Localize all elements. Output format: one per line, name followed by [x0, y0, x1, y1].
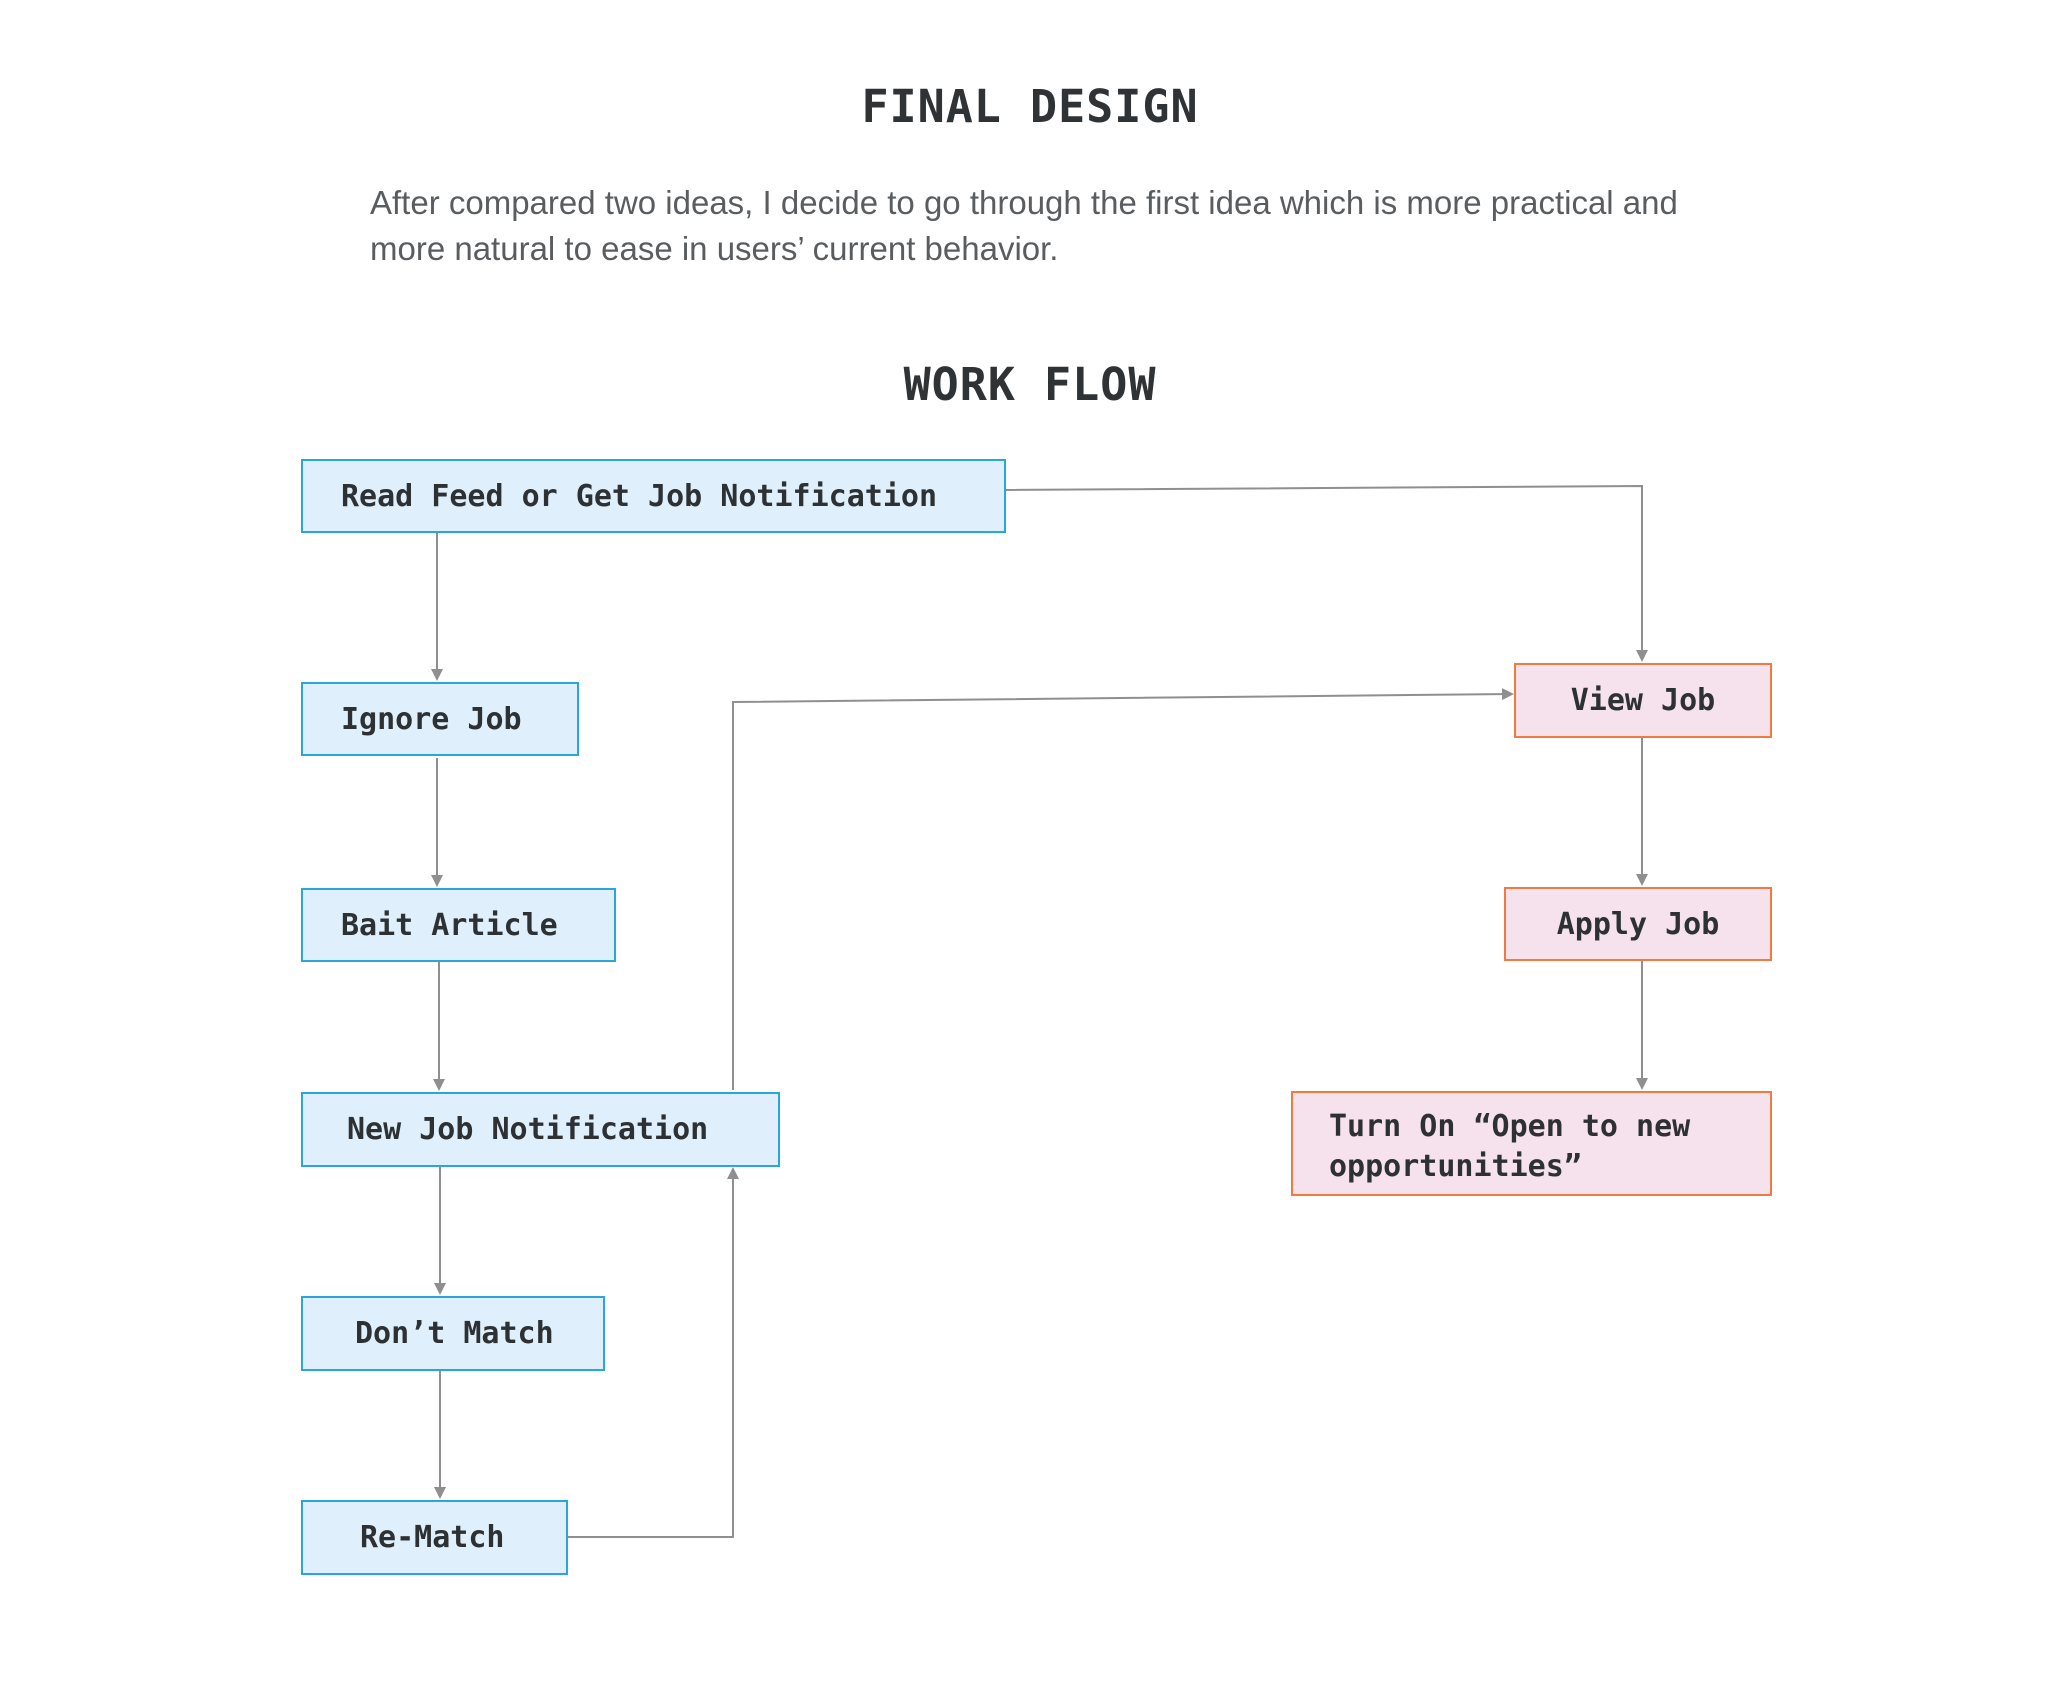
node-ignore-job-label: Ignore Job — [341, 701, 522, 737]
node-read-feed-label: Read Feed or Get Job Notification — [341, 478, 938, 514]
intro-paragraph: After compared two ideas, I decide to go… — [370, 180, 1680, 272]
edge-rematch-to-new-job — [568, 1167, 739, 1538]
node-re-match-label: Re-Match — [360, 1520, 505, 1555]
node-re-match: Re-Match — [301, 1500, 568, 1575]
edge-read-to-view-job — [1005, 484, 1648, 662]
node-new-job-notification: New Job Notification — [301, 1092, 780, 1167]
page-title: FINAL DESIGN — [861, 80, 1199, 133]
node-dont-match-label: Don’t Match — [355, 1316, 554, 1351]
node-bait-article-label: Bait Article — [341, 907, 558, 943]
node-read-feed: Read Feed or Get Job Notification — [301, 459, 1006, 533]
node-apply-job-label: Apply Job — [1556, 906, 1720, 942]
node-view-job: View Job — [1514, 663, 1772, 738]
workflow-title: WORK FLOW — [903, 358, 1157, 411]
node-turn-on-label-line-1: Turn On “Open to new — [1329, 1109, 1691, 1144]
intro-line-1: After compared two ideas, I decide to go… — [370, 184, 1678, 221]
node-bait-article: Bait Article — [301, 888, 616, 962]
node-dont-match: Don’t Match — [301, 1296, 605, 1371]
intro-line-2: more natural to ease in users’ current b… — [370, 230, 1059, 267]
node-new-job-notification-label: New Job Notification — [347, 1112, 709, 1147]
edge-new-job-to-view-job — [732, 688, 1514, 1090]
node-view-job-label: View Job — [1570, 683, 1716, 718]
node-apply-job: Apply Job — [1504, 887, 1772, 961]
node-ignore-job: Ignore Job — [301, 682, 579, 756]
node-turn-on-label-line-2: opportunities” — [1329, 1149, 1582, 1184]
node-turn-on-open-to-new-opportunities: Turn On “Open to new opportunities” — [1291, 1091, 1772, 1196]
